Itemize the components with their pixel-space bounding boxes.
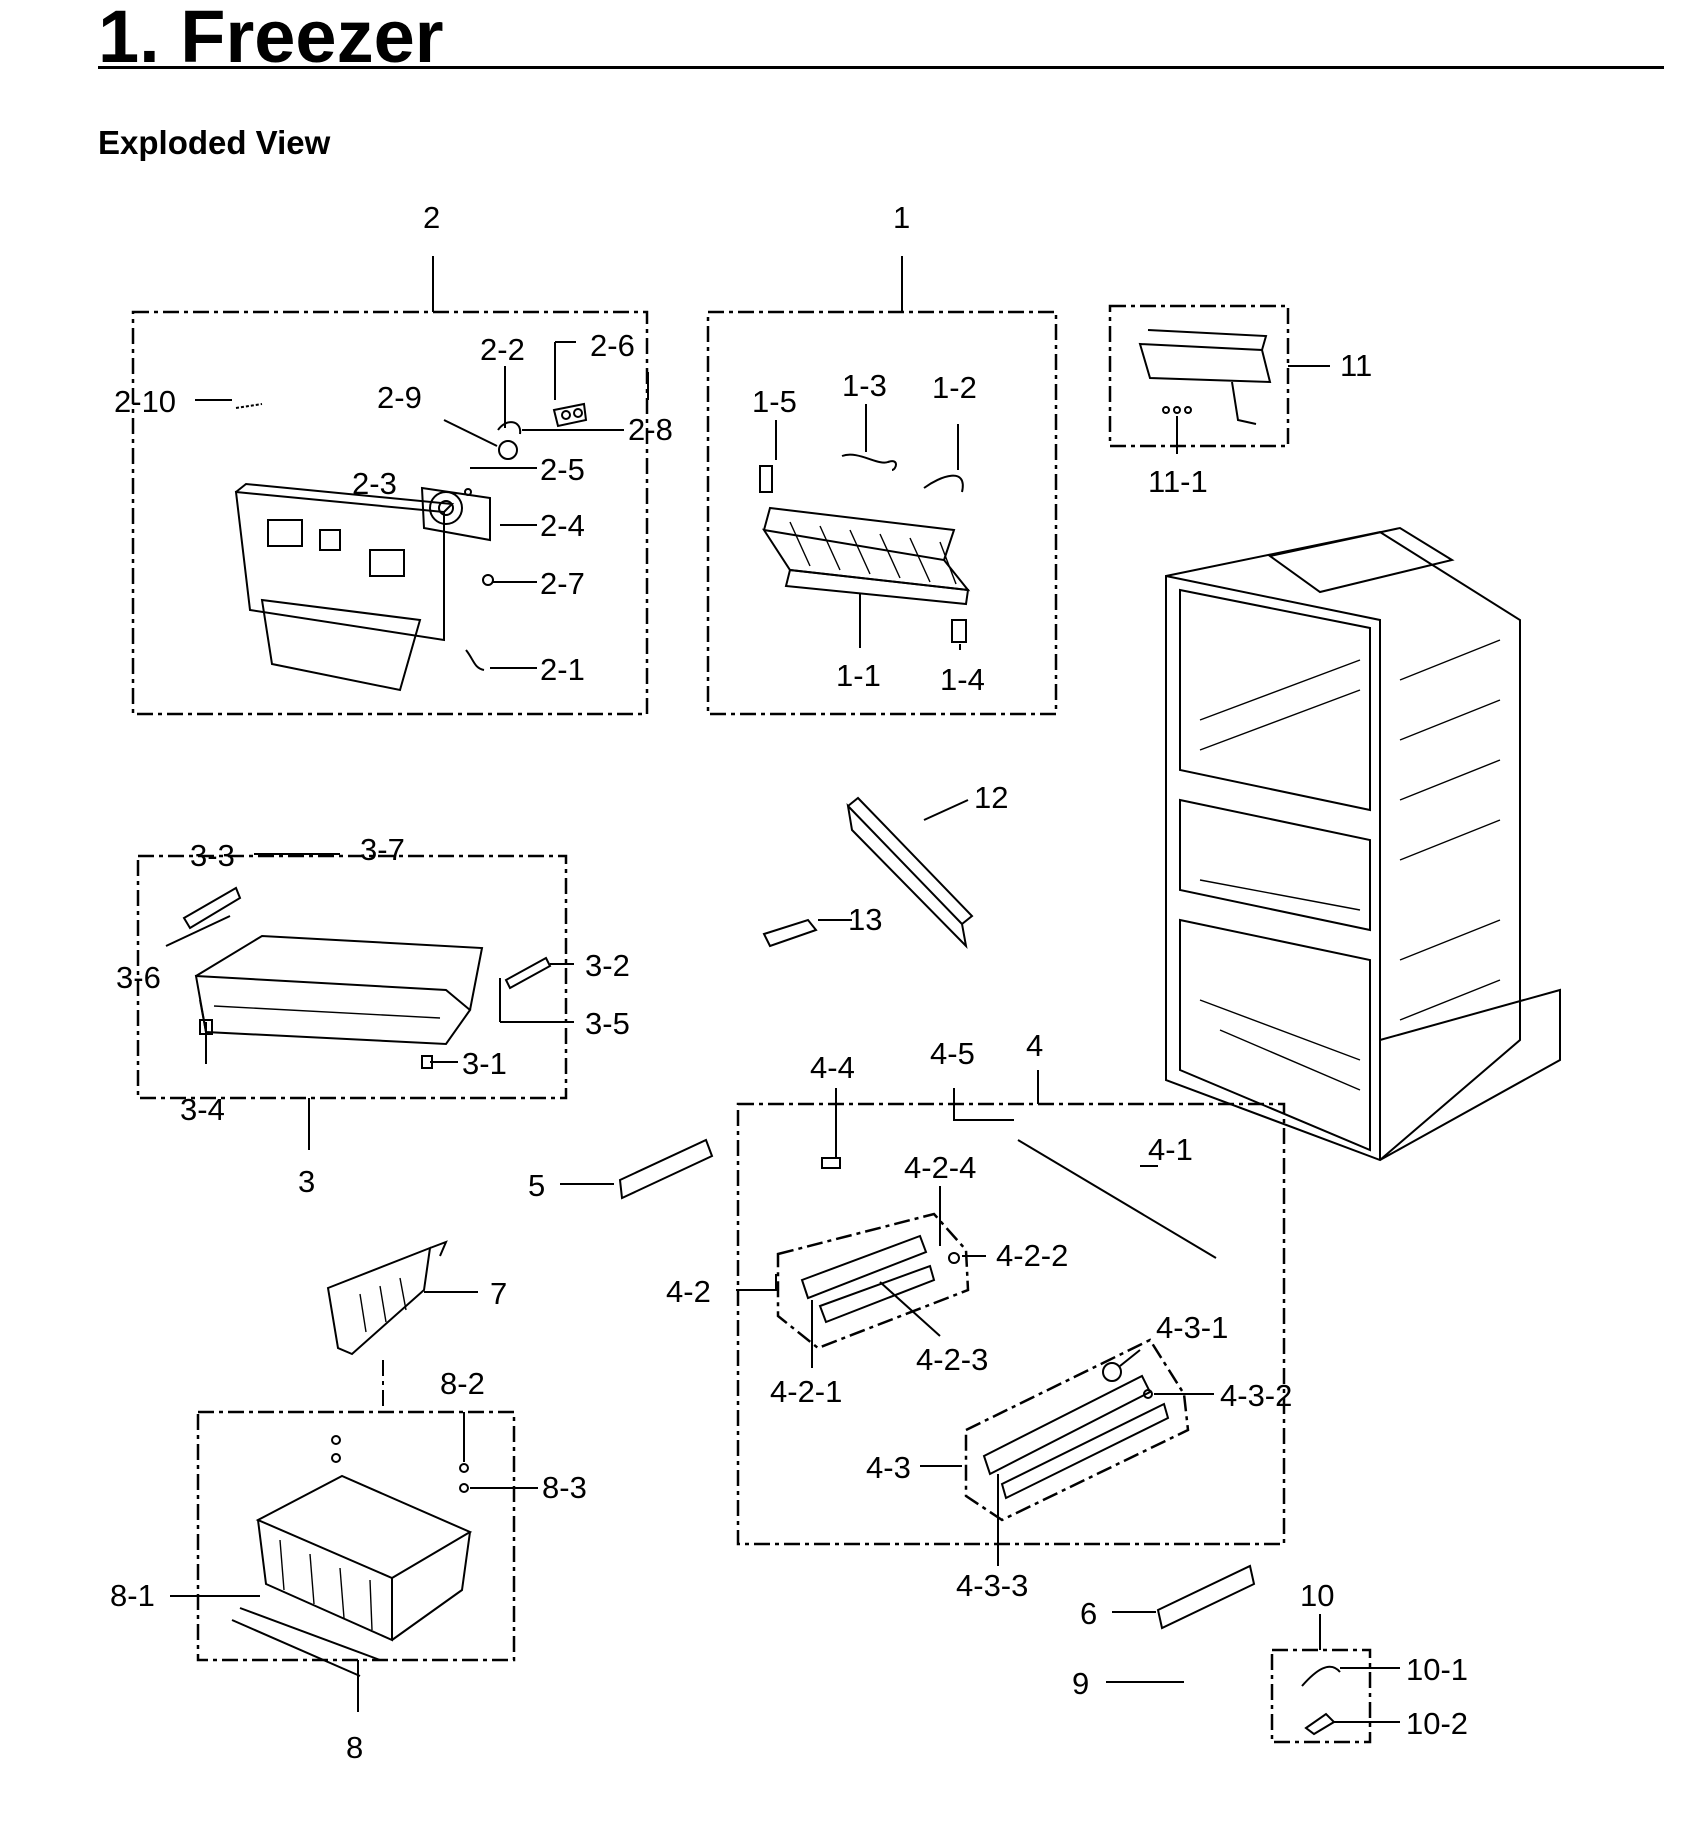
- part-6: 6: [1080, 1564, 1256, 1631]
- callout-3: 3: [298, 1164, 315, 1199]
- group-2: 2: [114, 200, 673, 716]
- rail-3-3: [182, 886, 242, 930]
- callout-11: 11: [1340, 348, 1372, 383]
- callout-8-3: 8-3: [542, 1470, 587, 1505]
- group-4-2-box: [776, 1212, 970, 1350]
- callout-2-8: 2-8: [628, 412, 673, 447]
- callout-4-3-1: 4-3-1: [1156, 1310, 1228, 1345]
- callout-3-5: 3-5: [585, 1006, 630, 1041]
- callout-13: 13: [848, 902, 882, 937]
- callout-4-2-3: 4-2-3: [916, 1342, 988, 1377]
- callout-2-7: 2-7: [540, 566, 585, 601]
- group-10: 10 10-1 10-2: [1270, 1578, 1468, 1744]
- callout-11-1: 11-1: [1148, 464, 1208, 499]
- callout-2-4: 2-4: [540, 508, 585, 543]
- group-11-box: [1108, 304, 1290, 448]
- callout-2-1: 2-1: [540, 652, 585, 687]
- callout-1: 1: [893, 200, 910, 235]
- callout-5: 5: [528, 1168, 545, 1203]
- callout-4-4: 4-4: [810, 1050, 855, 1085]
- sensor-10-2: [1304, 1712, 1336, 1736]
- ice-maker: [1138, 342, 1272, 384]
- freezer-drawer: [194, 934, 484, 1046]
- group-2-box: [131, 310, 649, 716]
- group-3-box: [136, 854, 568, 1100]
- group-8: 8 8-2 8-3 8-1: [110, 1366, 587, 1765]
- callout-3-1: 3-1: [462, 1046, 507, 1081]
- part-9: 9: [1072, 1666, 1184, 1701]
- callout-4: 4: [1026, 1028, 1043, 1063]
- harness-1-2: [923, 474, 964, 493]
- callout-7: 7: [490, 1276, 507, 1311]
- callout-2: 2: [423, 200, 440, 235]
- fan-shroud-panel: [234, 482, 455, 692]
- callout-2-5: 2-5: [540, 452, 585, 487]
- group-4-3-box: [964, 1338, 1190, 1522]
- callout-3-2: 3-2: [585, 948, 630, 983]
- callout-4-3-3: 4-3-3: [956, 1568, 1028, 1603]
- callout-10-2: 10-2: [1406, 1706, 1468, 1741]
- callout-4-5: 4-5: [930, 1036, 975, 1071]
- callout-10-1: 10-1: [1406, 1652, 1468, 1687]
- callout-4-2: 4-2: [666, 1274, 711, 1309]
- freezer-cabinet: [1165, 526, 1561, 1162]
- harness-10-1: [1301, 1665, 1341, 1687]
- freezer-basket: [255, 1474, 473, 1642]
- page-title: 1. Freezer: [98, 0, 444, 78]
- rail-8-1: [231, 1619, 361, 1677]
- callout-6: 6: [1080, 1596, 1097, 1631]
- callout-3-6: 3-6: [116, 960, 161, 995]
- section-subtitle: Exploded View: [98, 124, 331, 161]
- small-parts-2: [235, 403, 494, 671]
- callout-9: 9: [1072, 1666, 1089, 1701]
- group-4-box: [736, 1102, 1286, 1546]
- callout-1-5: 1-5: [752, 384, 797, 419]
- evaporator-assembly: [761, 506, 971, 606]
- callout-2-6: 2-6: [590, 328, 635, 363]
- rail-3-2: [504, 956, 552, 990]
- part-13: 13: [762, 902, 882, 948]
- callout-3-7: 3-7: [360, 832, 405, 867]
- part-5: 5: [528, 1138, 714, 1203]
- callout-2-2: 2-2: [480, 332, 525, 367]
- callout-12: 12: [974, 780, 1008, 815]
- callout-10: 10: [1300, 1578, 1334, 1613]
- callout-1-1: 1-1: [836, 658, 881, 693]
- group-3: 3 3-3 3-7 3-6 3-2 3-5 3-1 3-4: [116, 832, 630, 1199]
- rod-4-1: [1017, 1139, 1217, 1259]
- group-10-box: [1270, 1648, 1372, 1744]
- callout-2-9: 2-9: [377, 380, 422, 415]
- part-12: 12: [846, 780, 1008, 950]
- group-4: 4 4-1 4-4 4-5 4-2-4 4-2-2 4-2 4-2-3 4-2-…: [666, 1028, 1292, 1603]
- rail-4-2-3: [800, 1234, 928, 1300]
- callout-4-1: 4-1: [1148, 1132, 1193, 1167]
- group-1-box: [706, 310, 1058, 716]
- callout-2-10: 2-10: [114, 384, 176, 419]
- callout-4-2-1: 4-2-1: [770, 1374, 842, 1409]
- callout-1-2: 1-2: [932, 370, 977, 405]
- part-7: 7: [326, 1240, 507, 1410]
- callout-4-2-4: 4-2-4: [904, 1150, 976, 1185]
- callout-8-2: 8-2: [440, 1366, 485, 1401]
- callout-4-2-2: 4-2-2: [996, 1238, 1068, 1273]
- callout-1-4: 1-4: [940, 662, 985, 697]
- harness-1-3: [841, 453, 897, 471]
- callout-4-3: 4-3: [866, 1450, 911, 1485]
- callout-1-3: 1-3: [842, 368, 887, 403]
- group-8-box: [196, 1410, 516, 1662]
- group-11: 11 11-1: [1108, 304, 1372, 499]
- title-rule: [98, 66, 1664, 69]
- callout-8: 8: [346, 1730, 363, 1765]
- callout-3-3: 3-3: [190, 838, 235, 873]
- part-1-5: [759, 465, 773, 493]
- callout-4-3-2: 4-3-2: [1220, 1378, 1292, 1413]
- callout-2-3: 2-3: [352, 466, 397, 501]
- callout-8-1: 8-1: [110, 1578, 155, 1613]
- group-1: 1 1-5 1-3 1-2 1-1 1-4: [706, 200, 1058, 716]
- callout-3-4: 3-4: [180, 1092, 225, 1127]
- rail-4-3: [982, 1374, 1152, 1476]
- part-1-4: [951, 619, 967, 643]
